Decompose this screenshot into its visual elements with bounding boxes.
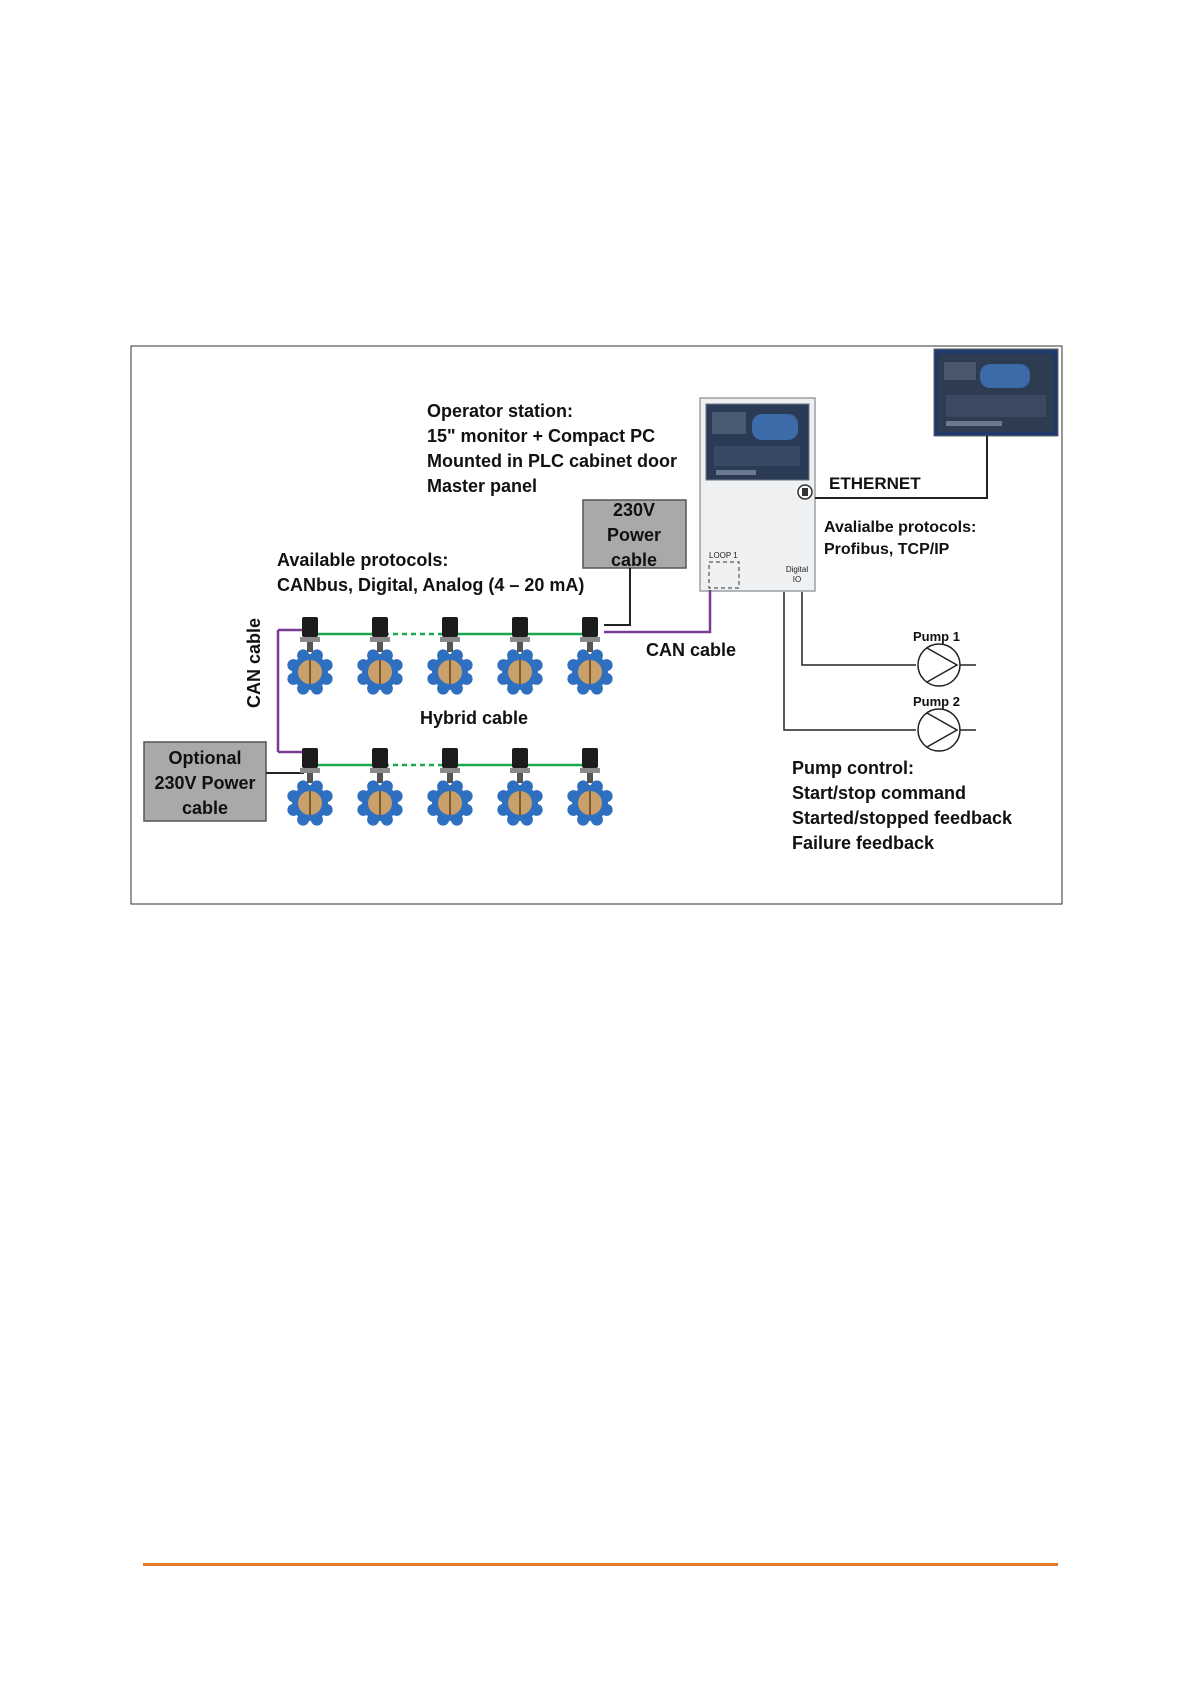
power-box-line-1: 230V: [613, 500, 655, 520]
valve-stem: [307, 773, 313, 783]
valve-collar: [580, 768, 600, 773]
optional-power-line-2: 230V Power: [154, 773, 255, 793]
power-cable-box: 230V Power cable: [582, 499, 687, 570]
operator-station-line-4: Master panel: [427, 476, 537, 496]
plc-protocols-line-2: Profibus, TCP/IP: [824, 541, 950, 558]
valve-stem: [447, 773, 453, 783]
valve: [427, 617, 473, 695]
valve: [497, 748, 543, 826]
digital-label-2: IO: [793, 575, 801, 584]
ethernet-label: ETHERNET: [829, 474, 921, 493]
valve-collar: [580, 637, 600, 642]
pump-1-symbol: [917, 643, 976, 687]
pump-control-line-3: Started/stopped feedback: [792, 808, 1013, 828]
valve-actuator: [582, 748, 598, 768]
valve-stem: [517, 642, 523, 652]
optional-power-line-1: Optional: [169, 748, 242, 768]
pump-2-wire: [783, 592, 916, 731]
valve-stem: [307, 642, 313, 652]
power-feed-line: [604, 568, 631, 626]
plc-cabinet: LOOP 1 Digital IO: [699, 397, 816, 592]
valve-actuator: [512, 748, 528, 768]
valve-collar: [370, 637, 390, 642]
operator-station-line-3: Mounted in PLC cabinet door: [427, 451, 677, 471]
plc-protocols-line-1: Avalialbe protocols:: [824, 519, 976, 536]
external-monitor: [933, 348, 1059, 437]
pump-control-line-4: Failure feedback: [792, 833, 935, 853]
valve-actuator: [582, 617, 598, 637]
valve-stem: [447, 642, 453, 652]
valve-stem: [517, 773, 523, 783]
valve-actuator: [442, 748, 458, 768]
operator-station-text: Operator station: 15" monitor + Compact …: [427, 401, 677, 496]
available-protocols-line-2: CANbus, Digital, Analog (4 – 20 mA): [277, 575, 584, 595]
valve: [567, 617, 613, 695]
valve: [357, 617, 403, 695]
valve: [567, 748, 613, 826]
pump-1-wire: [801, 592, 916, 666]
valve: [357, 748, 403, 826]
valve-actuator: [442, 617, 458, 637]
pump-2-label: Pump 2: [913, 694, 960, 709]
pump-2-symbol: [917, 708, 976, 752]
valve-collar: [300, 637, 320, 642]
valve: [427, 748, 473, 826]
pump-control-line-1: Pump control:: [792, 758, 914, 778]
digital-label-1: Digital: [786, 565, 808, 574]
valve-collar: [300, 768, 320, 773]
optional-power-box: Optional 230V Power cable: [143, 741, 267, 822]
can-cable-to-cabinet: [604, 590, 712, 634]
valve: [287, 617, 333, 695]
valve: [287, 748, 333, 826]
can-cable-horizontal-label: CAN cable: [646, 640, 736, 660]
operator-station-line-1: Operator station:: [427, 401, 573, 421]
can-cable-lines: [276, 590, 712, 754]
valve-stem: [587, 642, 593, 652]
pump-1-label: Pump 1: [913, 629, 960, 644]
ethernet-line: [815, 436, 988, 499]
valve-collar: [510, 637, 530, 642]
valve-array: [287, 617, 613, 826]
power-box-line-2: Power: [607, 525, 661, 545]
power-box-line-3: cable: [611, 550, 657, 570]
valve: [497, 617, 543, 695]
valve-stem: [587, 773, 593, 783]
pump-control-line-2: Start/stop command: [792, 783, 966, 803]
optional-power-line-3: cable: [182, 798, 228, 818]
valve-actuator: [512, 617, 528, 637]
valve-collar: [370, 768, 390, 773]
valve-actuator: [302, 617, 318, 637]
can-cable-vertical-label: CAN cable: [244, 618, 264, 708]
available-protocols-line-1: Available protocols:: [277, 550, 448, 570]
valve-stem: [377, 642, 383, 652]
valve-actuator: [372, 617, 388, 637]
valve-collar: [440, 637, 460, 642]
valve-actuator: [302, 748, 318, 768]
valve-actuator: [372, 748, 388, 768]
cabinet-lock-icon: [797, 484, 813, 500]
valve-collar: [510, 768, 530, 773]
operator-station-line-2: 15" monitor + Compact PC: [427, 426, 655, 446]
valve-stem: [377, 773, 383, 783]
loop-label: LOOP 1: [709, 551, 738, 560]
hybrid-cable-label: Hybrid cable: [420, 708, 528, 728]
footer-rule: [143, 1563, 1058, 1566]
valve-collar: [440, 768, 460, 773]
loop-area: [708, 561, 740, 589]
